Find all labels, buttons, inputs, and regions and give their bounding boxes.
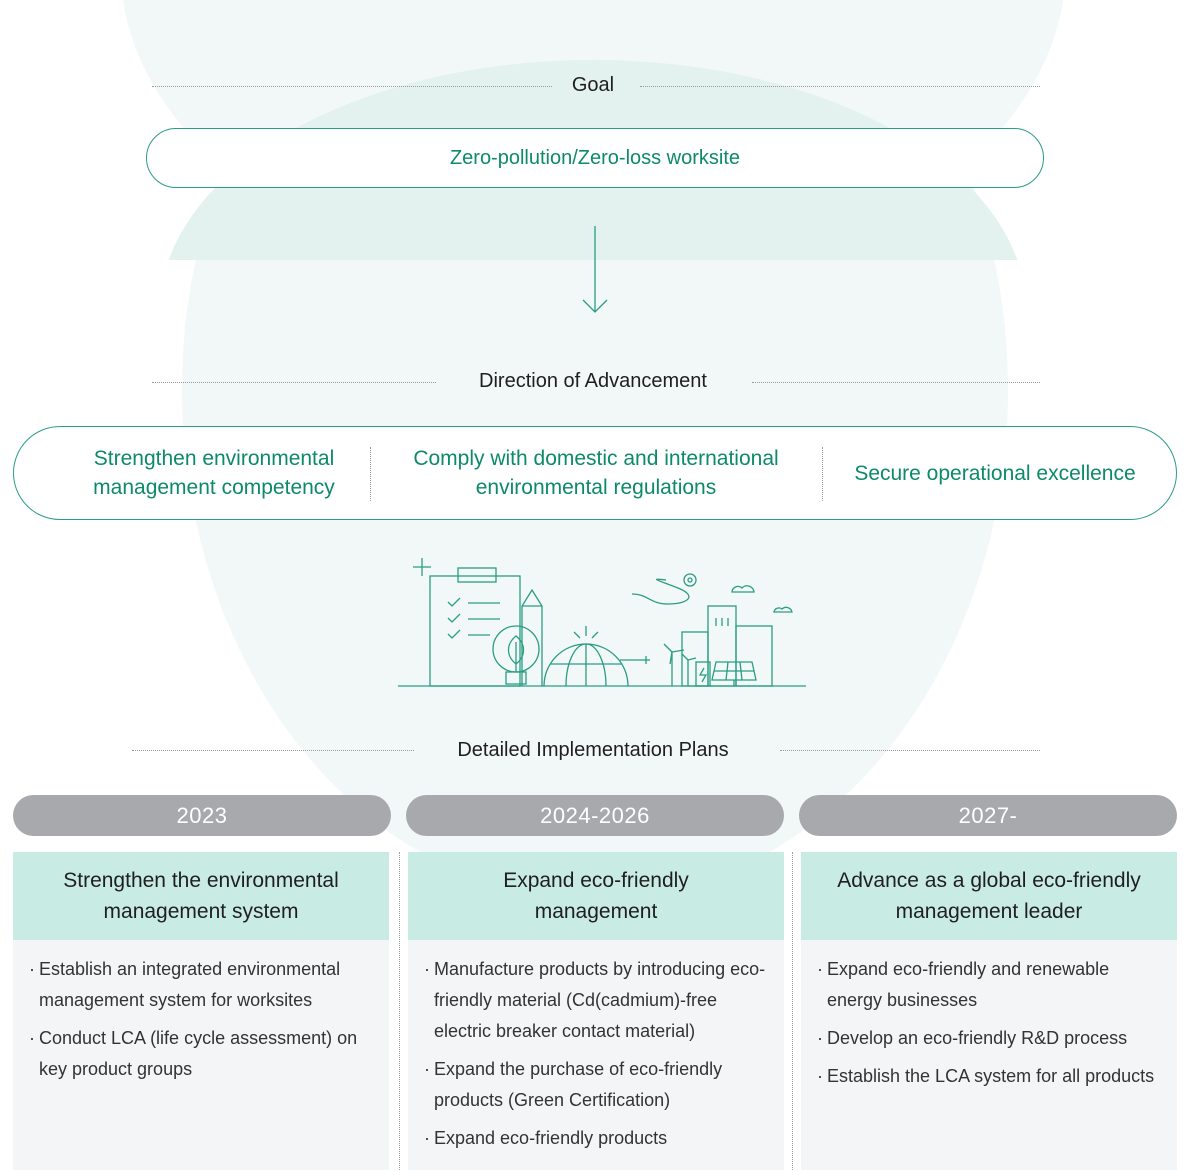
column-separator	[399, 852, 400, 1170]
plan-title: Strengthen the environmental management …	[13, 852, 389, 940]
plans-divider-left	[132, 750, 414, 751]
direction-divider-right	[752, 382, 1040, 383]
plans-label: Detailed Implementation Plans	[457, 739, 729, 761]
plan-item: Develop an eco-friendly R&D process	[817, 1023, 1167, 1054]
plan-list: Establish an integrated environmental ma…	[13, 940, 389, 1085]
direction-separator	[822, 447, 823, 501]
plan-title: Advance as a global eco-friendly managem…	[801, 852, 1177, 940]
direction-divider-left	[152, 382, 436, 383]
plan-item: Establish the LCA system for all product…	[817, 1061, 1167, 1092]
plan-item: Expand eco-friendly and renewable energy…	[817, 954, 1167, 1016]
arrow-down-icon	[582, 226, 608, 313]
plan-item: Establish an integrated environmental ma…	[29, 954, 379, 1016]
goal-pill: Zero-pollution/Zero-loss worksite	[146, 128, 1044, 188]
plan-title: Expand eco-friendly management	[408, 852, 784, 940]
year-bar: 2023	[13, 795, 391, 836]
direction-item: Strengthen environmental management comp…	[93, 447, 335, 499]
plan-item: Manufacture products by introducing eco-…	[424, 954, 774, 1047]
plan-item: Conduct LCA (life cycle assessment) on k…	[29, 1023, 379, 1085]
direction-pill: Strengthen environmental management comp…	[13, 426, 1177, 520]
goal-value: Zero-pollution/Zero-loss worksite	[449, 146, 741, 169]
eco-city-illustration	[398, 558, 806, 687]
plan-item: Expand the purchase of eco-friendly prod…	[424, 1054, 774, 1116]
plan-item: Expand eco-friendly products	[424, 1123, 774, 1154]
goal-divider-right	[640, 86, 1040, 87]
direction-label: Direction of Advancement	[479, 370, 707, 392]
plans-divider-right	[780, 750, 1040, 751]
direction-item: Comply with domestic and international e…	[413, 447, 779, 499]
plan-column: Expand eco-friendly management Manufactu…	[408, 852, 784, 1170]
plan-title-text: Expand eco-friendly management	[503, 869, 689, 923]
plan-title-text: Strengthen the environmental management …	[63, 869, 339, 923]
goal-divider-left	[152, 86, 552, 87]
plan-column: Advance as a global eco-friendly managem…	[801, 852, 1177, 1170]
column-separator	[792, 852, 793, 1170]
goal-label: Goal	[571, 74, 615, 96]
direction-separator	[370, 447, 371, 501]
plan-list: Expand eco-friendly and renewable energy…	[801, 940, 1177, 1092]
year-bar: 2027-	[799, 795, 1177, 836]
plan-list: Manufacture products by introducing eco-…	[408, 940, 784, 1154]
direction-item: Secure operational excellence	[854, 461, 1136, 485]
plan-title-text: Advance as a global eco-friendly managem…	[837, 869, 1141, 923]
year-bar: 2024-2026	[406, 795, 784, 836]
plan-column: Strengthen the environmental management …	[13, 852, 389, 1170]
